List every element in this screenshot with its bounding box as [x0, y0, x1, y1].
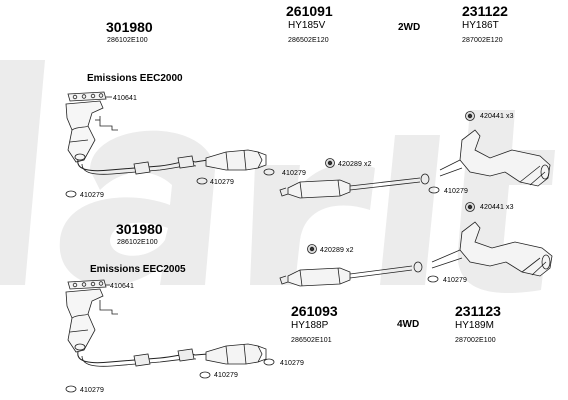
part-code-right-bottom[interactable]: 231123 [455, 303, 501, 319]
model-right-top: HY186T [462, 20, 499, 31]
label-clamp-mid-top[interactable]: 410279 [282, 170, 306, 177]
label-clamp-front-top[interactable]: 410279 [80, 192, 104, 199]
front-catalyst-bottom[interactable] [65, 288, 104, 353]
centre-silencer-bottom[interactable] [279, 265, 413, 287]
clamp-rear-cat-bottom[interactable] [199, 371, 211, 379]
mounts-rear-top[interactable] [465, 111, 475, 121]
clamp-mid-top[interactable] [263, 168, 275, 176]
part-code-left-bottom[interactable]: 301980 [116, 221, 163, 237]
rear-silencer-top[interactable] [439, 129, 551, 187]
part-code-right-top[interactable]: 231122 [462, 3, 508, 19]
clamp-rear-box-bottom[interactable] [427, 275, 439, 283]
label-clamp-rear-top[interactable]: 410279 [210, 179, 234, 186]
front-catalyst-top[interactable] [65, 100, 104, 163]
label-clamp-mid-bottom[interactable]: 410279 [280, 360, 304, 367]
rear-silencer-bottom[interactable] [431, 221, 553, 277]
section-title-eec2000: Emissions EEC2000 [87, 73, 183, 84]
label-gasket-top[interactable]: 410641 [113, 95, 137, 102]
mount-mid-top[interactable] [325, 158, 335, 168]
clamp-rear-box-top[interactable] [428, 186, 440, 194]
rear-catalyst-top[interactable] [205, 149, 267, 171]
oe-ref-left-top: 286102E100 [107, 37, 148, 44]
label-mounts-rear-top[interactable]: 420441 x3 [480, 113, 514, 120]
part-code-left-top[interactable]: 301980 [106, 19, 153, 35]
oe-ref-right-top: 287002E120 [462, 37, 503, 44]
model-mid-top: HY185V [288, 20, 326, 31]
mount-mid-bottom[interactable] [307, 244, 317, 254]
model-mid-bottom: HY188P [291, 320, 329, 331]
front-pipe-top[interactable] [77, 155, 209, 175]
label-clamp-front-bottom[interactable]: 410279 [80, 387, 104, 394]
front-pipe-bottom[interactable] [77, 348, 209, 367]
part-code-mid-bottom[interactable]: 261093 [291, 303, 338, 319]
centre-silencer-top[interactable] [279, 177, 421, 199]
label-mounts-rear-bottom[interactable]: 420441 x3 [480, 204, 514, 211]
gasket-bottom[interactable] [67, 279, 107, 290]
oe-ref-mid-bottom: 286502E101 [291, 337, 332, 344]
clamp-front-top[interactable] [65, 190, 77, 198]
part-code-mid-top[interactable]: 261091 [286, 3, 333, 19]
oe-ref-left-bottom: 286102E100 [117, 239, 158, 246]
drive-label-2wd: 2WD [398, 22, 421, 33]
mounts-rear-bottom[interactable] [465, 202, 475, 212]
clamp-rear-pipe-bottom[interactable] [413, 261, 423, 273]
label-clamp-rear-bottom[interactable]: 410279 [214, 372, 238, 379]
drive-label-4wd: 4WD [397, 319, 420, 330]
label-clamp-rear-box-bottom[interactable]: 410279 [443, 277, 467, 284]
oe-ref-mid-top: 286502E120 [288, 37, 329, 44]
bracket-top[interactable] [95, 116, 118, 131]
gasket-top[interactable] [67, 91, 107, 102]
label-gasket-bottom[interactable]: 410641 [110, 283, 134, 290]
label-mounts-mid-top[interactable]: 420289 x2 [338, 161, 372, 168]
label-clamp-rear-box-top[interactable]: 410279 [444, 188, 468, 195]
clamp-rear-pipe-top[interactable] [420, 173, 430, 185]
clamp-mid-bottom[interactable] [263, 358, 275, 366]
oe-ref-right-bottom: 287002E100 [455, 337, 496, 344]
bracket-bottom[interactable] [99, 300, 118, 315]
label-mounts-mid-bottom[interactable]: 420289 x2 [320, 247, 354, 254]
clamp-rear-cat-top[interactable] [196, 177, 208, 185]
section-title-eec2005: Emissions EEC2005 [90, 264, 186, 275]
clamp-front-bottom[interactable] [65, 385, 77, 393]
rear-catalyst-bottom[interactable] [205, 343, 267, 365]
model-right-bottom: HY189M [455, 320, 494, 331]
